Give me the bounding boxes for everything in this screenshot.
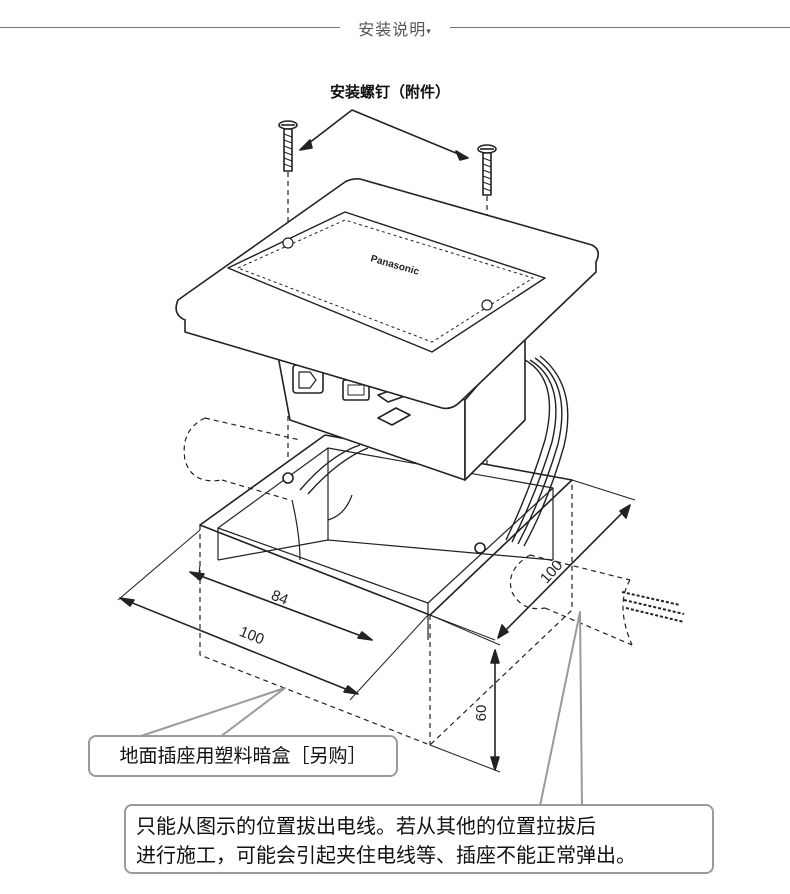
section-title-text: 安装说明 bbox=[358, 20, 427, 39]
section-header: 安装说明▾ bbox=[0, 0, 790, 56]
dropdown-triangle-icon: ▾ bbox=[426, 27, 432, 37]
dim-60-label: 60 bbox=[473, 705, 490, 722]
warning-line-2: 进行施工，可能会引起夹住电线等、插座不能正常弹出。 bbox=[136, 843, 636, 867]
header-rule-left bbox=[0, 27, 340, 28]
plastic-back-box bbox=[199, 434, 573, 746]
dim-100-front-label: 100 bbox=[237, 623, 267, 648]
conduit-left bbox=[183, 417, 301, 501]
warning-callout: 只能从图示的位置拔出电线。若从其他的位置拉拔后 进行施工，可能会引起夹住电线等、… bbox=[124, 804, 714, 874]
cover-plate bbox=[175, 178, 600, 410]
screw-left bbox=[278, 120, 298, 172]
screw-leader-lines bbox=[299, 109, 469, 161]
warning-line-1: 只能从图示的位置拔出电线。若从其他的位置拉拔后 bbox=[136, 814, 596, 838]
warning-callout-pointer bbox=[539, 611, 583, 807]
dim-100-side-label: 100 bbox=[537, 557, 566, 587]
conduit-cables bbox=[621, 591, 685, 623]
screw-right bbox=[477, 144, 497, 196]
box-callout-pointer bbox=[137, 687, 286, 738]
dim-84-label: 84 bbox=[269, 587, 291, 609]
dim-100-front-line bbox=[117, 529, 429, 701]
dim-100-side-line bbox=[429, 479, 636, 641]
plastic-box-callout: 地面插座用塑料暗盒［另购］ bbox=[88, 735, 398, 777]
header-rule-right bbox=[450, 27, 790, 28]
socket-wires bbox=[299, 355, 569, 547]
conduit-right bbox=[509, 554, 633, 646]
section-title: 安装说明▾ bbox=[0, 16, 790, 40]
screws-label: 安装螺钉（附件） bbox=[330, 83, 451, 101]
dim-60-line bbox=[429, 614, 501, 773]
dim-84-line bbox=[189, 564, 373, 641]
